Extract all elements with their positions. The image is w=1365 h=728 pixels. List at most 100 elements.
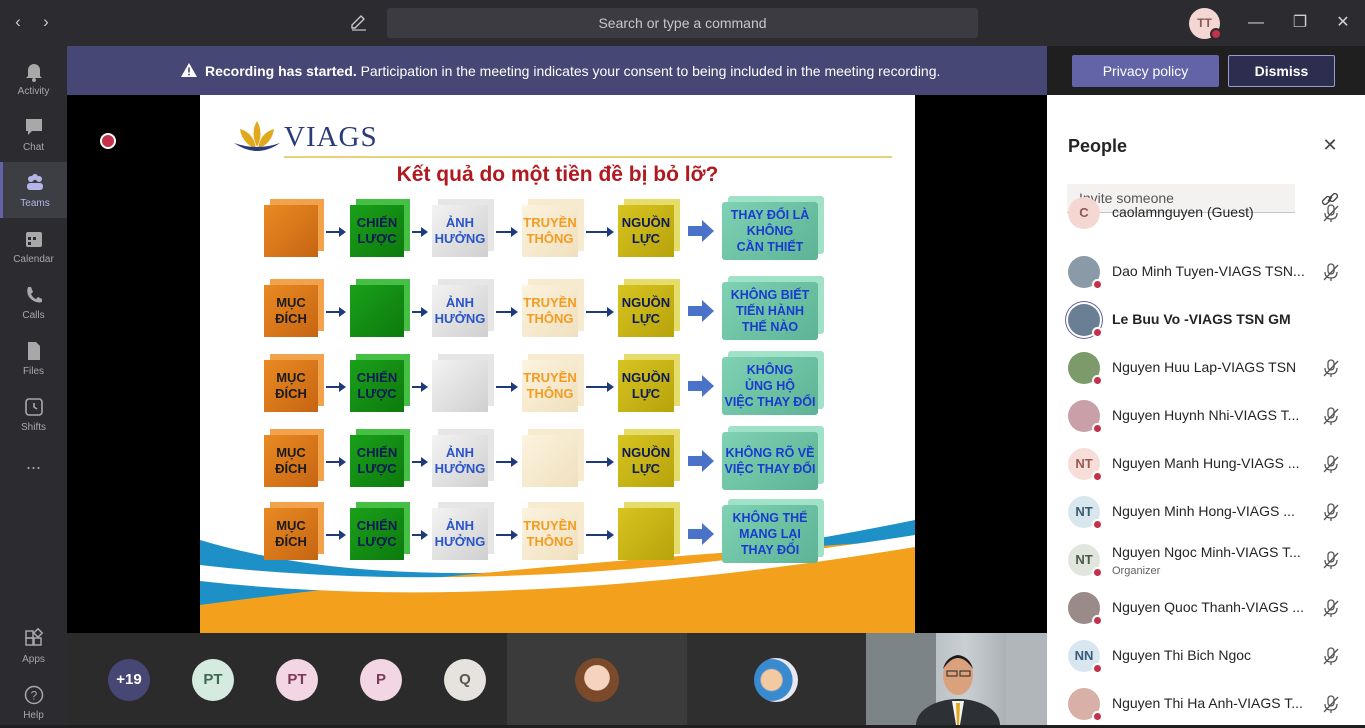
mic-muted-icon[interactable] <box>1321 358 1341 378</box>
banner-text: Participation in the meeting indicates y… <box>360 63 941 79</box>
flow-arrow-icon <box>586 382 614 392</box>
mic-muted-icon[interactable] <box>1321 203 1341 223</box>
back-arrow-icon[interactable]: ‹ <box>15 12 21 31</box>
rail-label: Help <box>23 710 44 721</box>
privacy-policy-button[interactable]: Privacy policy <box>1072 55 1219 87</box>
participant-avatar[interactable]: PT <box>192 659 234 701</box>
rail-item-files[interactable]: Files <box>0 330 67 386</box>
participant-row[interactable]: Le Buu Vo -VIAGS TSN GM <box>1047 296 1365 344</box>
rail-label: Activity <box>17 86 50 97</box>
compose-icon[interactable] <box>349 12 369 32</box>
participant-avatar: C <box>1068 197 1100 229</box>
rail-label: Calls <box>22 310 45 321</box>
participant-avatar[interactable]: PT <box>276 659 318 701</box>
participant-row[interactable]: Nguyen Huynh Nhi-VIAGS T... <box>1047 392 1365 440</box>
participant-row[interactable]: Nguyen Thi Ha Anh-VIAGS T... <box>1047 680 1365 728</box>
rail-item-teams[interactable]: Teams <box>0 162 67 218</box>
participant-avatar: NN <box>1068 640 1103 674</box>
help-icon: ? <box>24 685 43 705</box>
participant-tile[interactable] <box>507 633 687 725</box>
avatar-initials: C <box>1079 205 1089 220</box>
flow-arrow-icon <box>496 382 518 392</box>
flow-arrow-icon <box>496 530 518 540</box>
search-input[interactable]: Search or type a command <box>387 8 978 38</box>
participant-row[interactable]: NN Nguyen Thi Bich Ngoc <box>1047 632 1365 680</box>
user-avatar[interactable]: TT <box>1189 8 1222 40</box>
mic-muted-icon[interactable] <box>1321 262 1341 282</box>
diagram-cube <box>432 360 488 412</box>
teams-icon <box>27 174 43 190</box>
participant-role: Organizer <box>1112 565 1161 577</box>
bell-icon <box>25 64 42 82</box>
participant-photo <box>575 658 619 702</box>
diagram-cube: KHÔNG ỦNG HỘ VIỆC THAY ĐỔI <box>722 357 818 415</box>
participant-name: Nguyen Thi Bich Ngoc <box>1112 647 1252 663</box>
flow-arrow-icon <box>412 457 428 467</box>
avatar-initials: NT <box>1075 456 1093 471</box>
flow-arrow-icon <box>412 227 428 237</box>
rail-more-icon[interactable]: ... <box>25 453 41 473</box>
participant-name: caolamnguyen (Guest) <box>1112 204 1254 220</box>
flow-arrow-icon <box>586 530 614 540</box>
banner-bold-text: Recording has started. <box>205 63 357 79</box>
forward-arrow-icon[interactable]: › <box>43 12 49 31</box>
recording-banner: Recording has started. Participation in … <box>67 46 1335 95</box>
avatar-initials: NN <box>1074 648 1094 663</box>
mic-muted-icon[interactable] <box>1321 598 1341 618</box>
more-participants-button[interactable]: +19 <box>108 659 150 701</box>
mic-muted-icon[interactable] <box>1321 454 1341 474</box>
participant-name: Nguyen Thi Ha Anh-VIAGS T... <box>1112 695 1303 711</box>
presence-status-icon <box>1092 519 1103 530</box>
participant-row[interactable]: Dao Minh Tuyen-VIAGS TSN... <box>1047 248 1365 296</box>
user-initials: TT <box>1197 16 1212 30</box>
presence-status-icon <box>1092 567 1103 578</box>
result-arrow-icon <box>688 300 714 322</box>
participant-avatar[interactable]: Q <box>444 659 486 701</box>
mic-muted-icon[interactable] <box>1321 694 1341 714</box>
diagram-cube: THAY ĐỔI LÀ KHÔNG CẦN THIẾT <box>722 202 818 260</box>
diagram-cube: KHÔNG BIẾT TIẾN HÀNH THẾ NÀO <box>722 282 818 340</box>
mic-muted-icon[interactable] <box>1321 550 1341 570</box>
presence-status-icon <box>1092 471 1103 482</box>
chat-icon <box>25 119 42 135</box>
participant-avatar[interactable]: P <box>360 659 402 701</box>
mic-muted-icon[interactable] <box>1321 406 1341 426</box>
close-window-icon[interactable]: ✕ <box>1336 14 1350 31</box>
diagram-cube <box>264 205 318 257</box>
participant-avatar <box>1068 592 1103 626</box>
apps-icon <box>24 628 43 646</box>
diagram-cube: MỤC ĐÍCH <box>264 285 318 337</box>
rail-item-help[interactable]: ? Help <box>0 674 67 724</box>
rail-item-shifts[interactable]: Shifts <box>0 386 67 442</box>
flow-arrow-icon <box>586 457 614 467</box>
flow-arrow-icon <box>412 307 428 317</box>
participant-name: Nguyen Huynh Nhi-VIAGS T... <box>1112 407 1300 423</box>
rail-item-calls[interactable]: Calls <box>0 274 67 330</box>
participant-row[interactable]: Nguyen Huu Lap-VIAGS TSN <box>1047 344 1365 392</box>
rail-item-apps[interactable]: Apps <box>0 618 67 674</box>
minimize-icon[interactable]: — <box>1248 14 1264 31</box>
close-panel-icon[interactable]: ✕ <box>1322 135 1338 155</box>
link-icon[interactable] <box>1320 189 1340 209</box>
dismiss-button[interactable]: Dismiss <box>1228 55 1335 87</box>
rail-item-chat[interactable]: Chat <box>0 106 67 162</box>
diagram-cube: ẢNH HƯỞNG <box>432 508 488 560</box>
diagram-cube: ẢNH HƯỞNG <box>432 205 488 257</box>
mic-muted-icon[interactable] <box>1321 502 1341 522</box>
participant-avatar <box>1068 256 1103 290</box>
invite-input[interactable]: Invite someone <box>1067 184 1295 213</box>
participant-row[interactable]: Nguyen Quoc Thanh-VIAGS ... <box>1047 584 1365 632</box>
participant-tile[interactable] <box>687 633 866 725</box>
result-arrow-icon <box>688 375 714 397</box>
maximize-icon[interactable]: ❐ <box>1292 14 1308 31</box>
self-video-feed[interactable] <box>866 633 1047 725</box>
slide-title: Kết quả do một tiền đề bị bỏ lỡ? <box>396 163 719 186</box>
mic-muted-icon[interactable] <box>1321 646 1341 666</box>
rail-item-activity[interactable]: Activity <box>0 50 67 106</box>
rail-item-calendar[interactable]: Calendar <box>0 218 67 274</box>
app-rail <box>0 46 67 725</box>
